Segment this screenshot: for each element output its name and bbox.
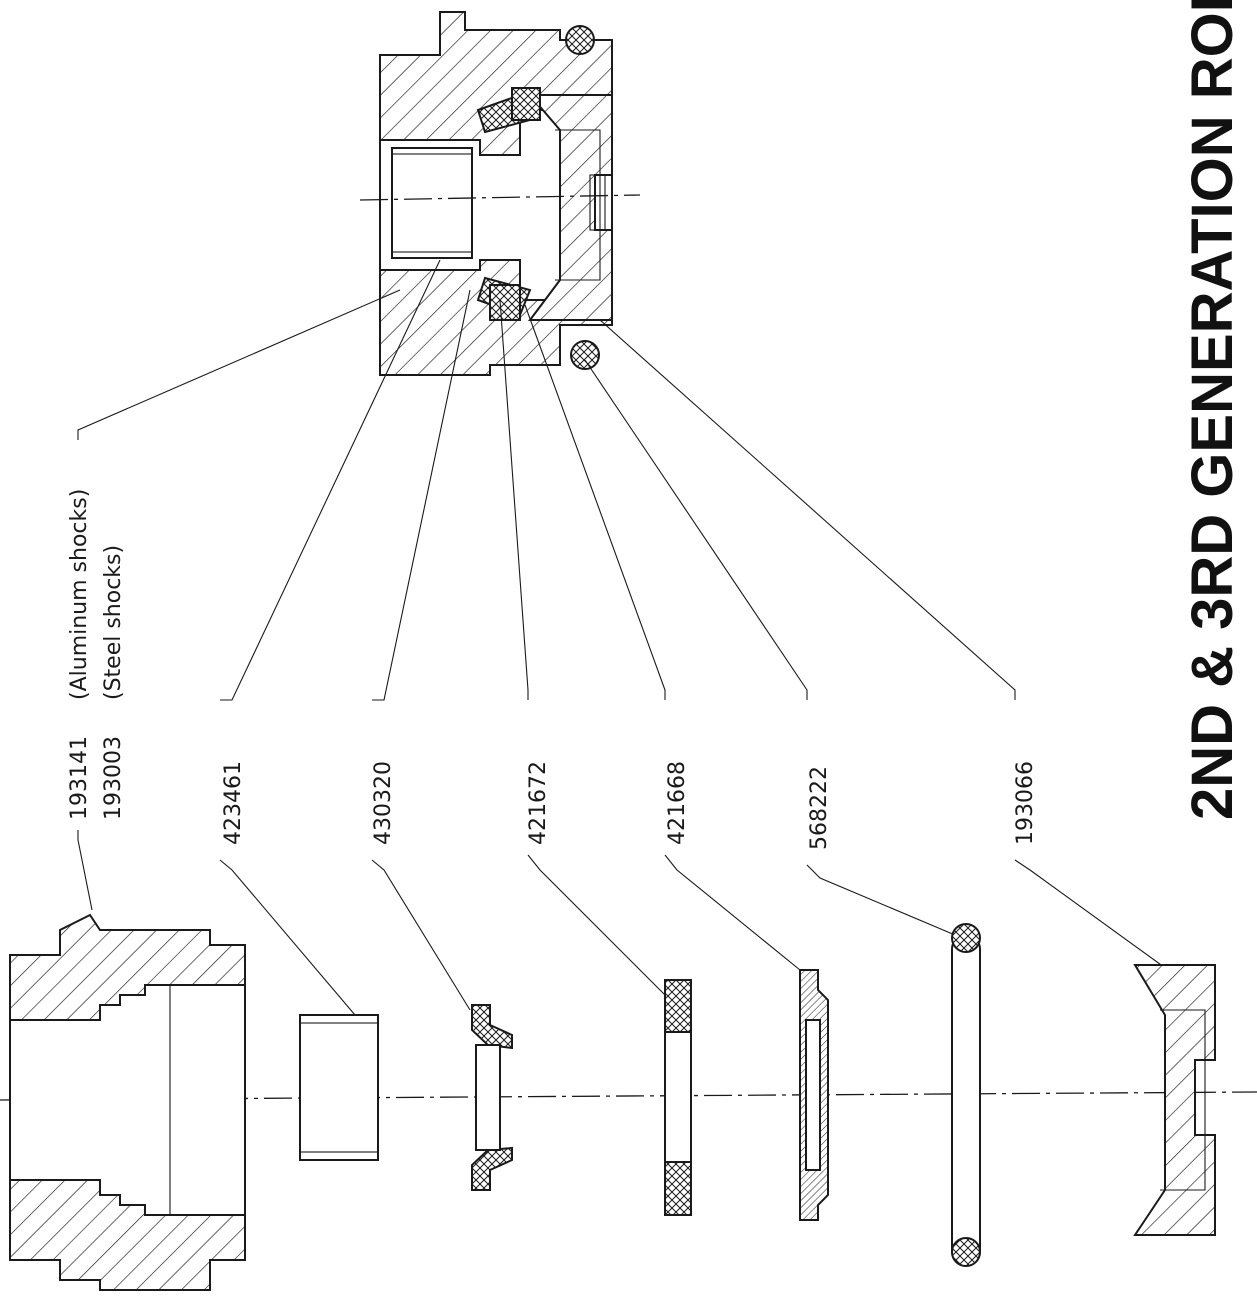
pn-rod-seal: 430320 [371,761,396,845]
leader-retainer-top [599,319,1016,700]
exploded-parts [0,913,1257,1291]
leader-rodseal-top [372,289,471,701]
part-retainer-section [1133,964,1216,1236]
part-rod-seal-top [471,1004,513,1050]
leader-sealring-bottom [527,854,666,996]
note-steel: (Steel shocks) [101,545,126,700]
leader-bushing-bottom [219,859,356,1016]
part-body-bore [9,984,246,1216]
part-o-ring-outline [951,934,981,1266]
assembled-retainer-inner [555,129,601,281]
part-o-ring-top [951,923,981,953]
part-bushing-outline [299,1014,379,1161]
part-bushing-wall-bottom [299,1151,379,1161]
part-retainer-inner [1160,1009,1206,1191]
part-bushing [299,1014,379,1161]
assembled-bushing-wall-top [391,147,473,155]
leader-oring-top [584,359,808,700]
pn-scraper-washer: 421668 [665,761,690,845]
leader-rodseal-bottom [371,859,471,1011]
part-body [9,913,246,1291]
part-washer-window [805,1019,821,1171]
assembled-oring-bottom [570,340,600,370]
part-seal-ring [664,979,692,1216]
leader-body-bottom [77,830,93,911]
part-rod-seal-body [475,1044,501,1151]
page-title: 2ND & 3RD GENERATION ROD G [1180,0,1245,820]
callout-labels: 193141 193003 (Aluminum shocks) (Steel s… [67,489,1038,850]
leader-bushing-top [220,259,441,701]
pn-o-ring: 568222 [807,766,832,850]
leader-body-top [77,289,401,440]
pn-retainer: 193066 [1013,761,1038,845]
exploded-centerline [0,1091,1257,1101]
part-seal-ring-bottom [664,1161,692,1216]
assembled-bushing [391,147,473,259]
pn-body-aluminum: 193141 [67,736,92,820]
assembled-rod-guide [359,11,641,376]
assembled-bushing-wall-bottom [391,251,473,259]
part-rod-seal [471,1004,513,1191]
leader-sealring-top [499,299,529,700]
leader-oring-bottom [806,864,956,936]
leader-retainer-bottom [1014,859,1176,976]
assembled-centerline [359,194,641,201]
leader-washer-top [524,304,666,700]
assembled-ring-lower [489,284,521,321]
part-scraper-washer [799,969,829,1221]
assembled-retainer [527,94,613,321]
leader-lines [77,259,1176,1016]
assembled-ring-upper [511,87,541,121]
pn-bushing: 423461 [221,761,246,845]
leader-washer-bottom [664,854,801,971]
part-retainer [1133,964,1216,1236]
part-bushing-wall-top [299,1014,379,1024]
part-seal-ring-top [664,979,692,1033]
note-aluminum: (Aluminum shocks) [67,489,92,700]
pn-seal-ring: 421672 [526,761,551,845]
pn-body-steel: 193003 [101,736,126,820]
assembled-oring-top [565,25,595,55]
assembled-retainer-slot [589,174,606,231]
part-o-ring-bottom [951,1237,981,1267]
part-rod-seal-bottom [471,1146,513,1191]
part-o-ring [951,923,981,1267]
